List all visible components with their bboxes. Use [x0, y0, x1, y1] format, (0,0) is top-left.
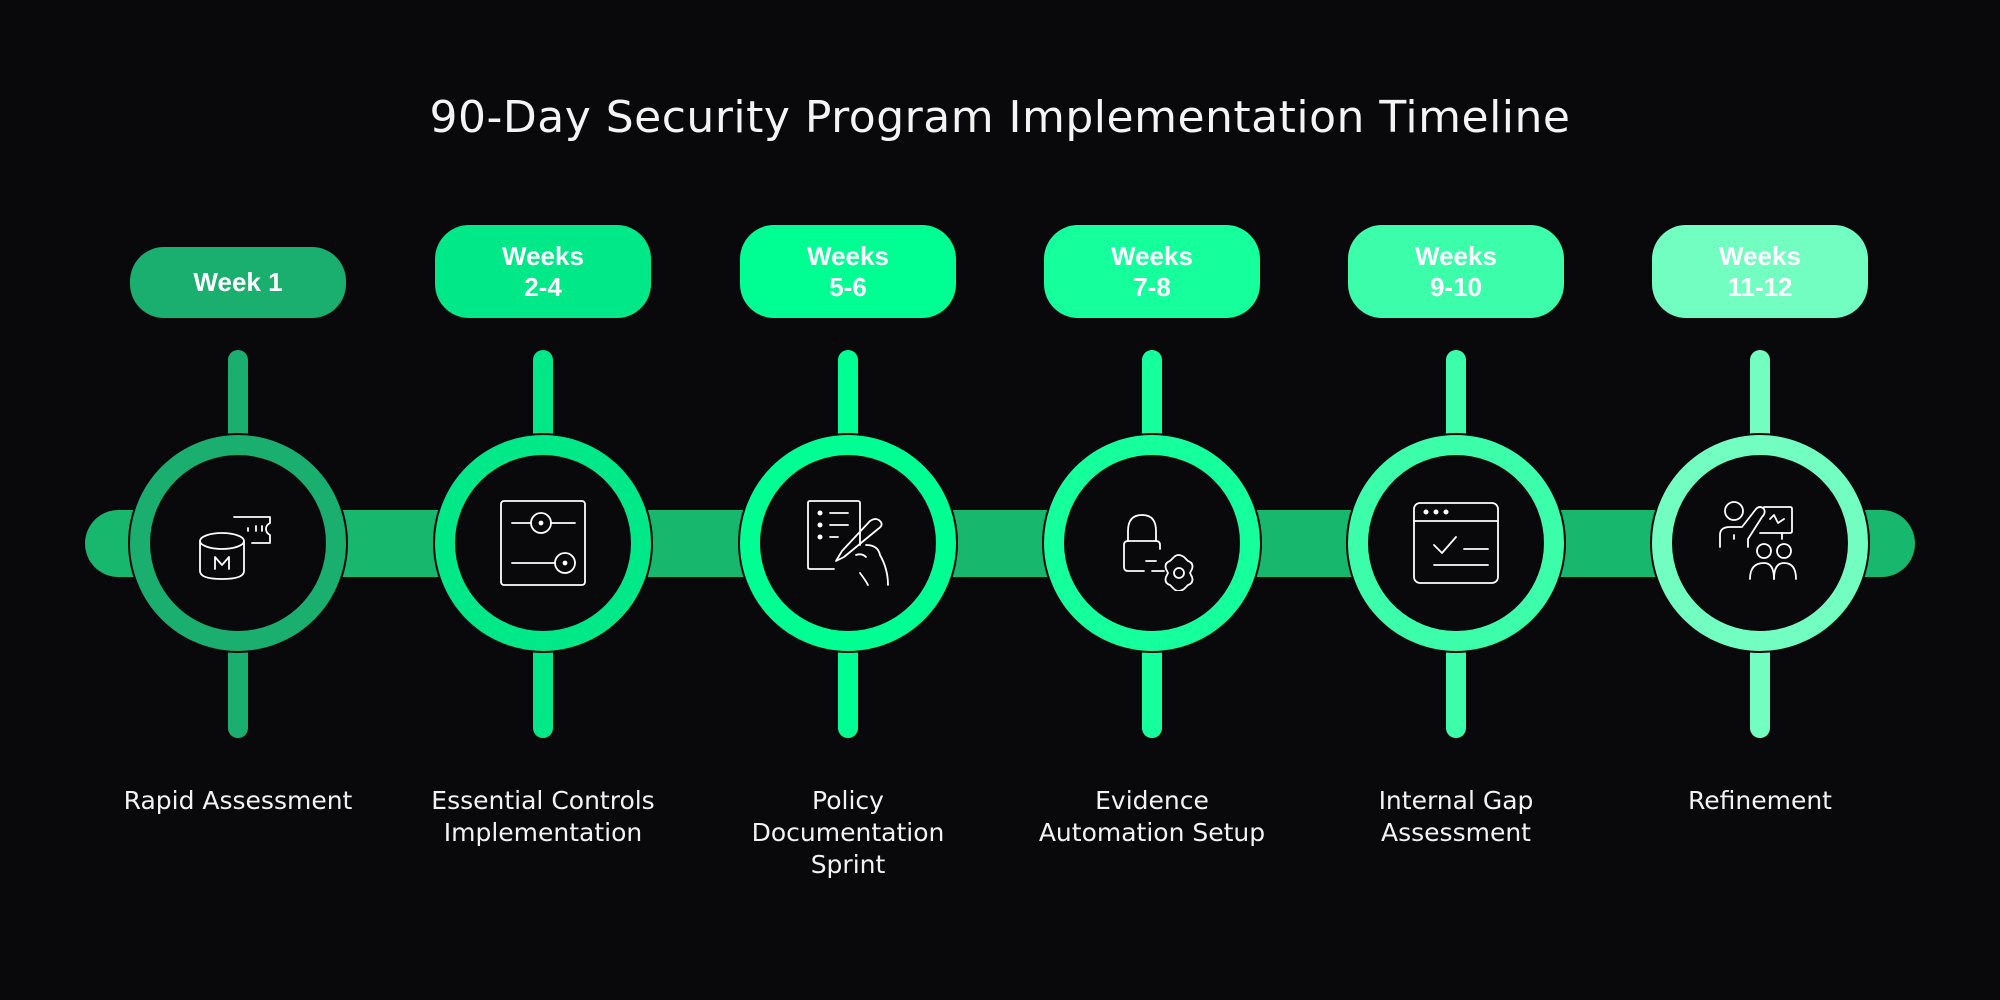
stage-title: Evidence Automation Setup [1038, 786, 1266, 847]
stage-title: Essential Controls Implementation [431, 786, 655, 847]
stage-title: Internal Gap Assessment [1378, 786, 1534, 847]
connector-top [533, 350, 553, 460]
browser-checklist-icon [1413, 502, 1499, 584]
period-label-line2: 7-8 [1133, 271, 1171, 302]
period-label-line1: Weeks [1111, 240, 1193, 271]
period-label-line2: 9-10 [1429, 271, 1483, 302]
connector-top [838, 350, 858, 460]
stage-node [130, 435, 346, 651]
connector-bottom [1750, 625, 1770, 738]
period-label-line2: 2-4 [524, 271, 562, 302]
period-label-line2: 5-6 [829, 271, 867, 302]
timeline-track [85, 510, 1915, 577]
document-signing-icon [807, 500, 889, 586]
connector-top [228, 350, 248, 460]
connector-bottom [228, 625, 248, 738]
stage-node [1348, 435, 1564, 651]
period-label: Week 1 [193, 267, 283, 297]
connector-bottom [533, 625, 553, 738]
connector-bottom [838, 625, 858, 738]
period-badge: Weeks 11-12 [1652, 225, 1868, 318]
connector-top [1750, 350, 1770, 460]
connector-bottom [1142, 625, 1162, 738]
period-badge: Weeks 5-6 [740, 225, 956, 318]
stage-title: Rapid Assessment [123, 786, 353, 815]
period-badge: Week 1 [130, 247, 346, 318]
stage-title: Policy Documentation Sprint [751, 786, 945, 879]
page-title: 90-Day Security Program Implementation T… [429, 92, 1571, 143]
stage-node [740, 435, 956, 651]
stage-title: Refinement [1688, 786, 1832, 815]
period-badge: Weeks 7-8 [1044, 225, 1260, 318]
sliders-settings-icon [500, 500, 586, 586]
connector-top [1446, 350, 1466, 460]
presentation-training-icon [1719, 501, 1797, 580]
period-badge: Weeks 2-4 [435, 225, 651, 318]
stage-node [435, 435, 651, 651]
stage-node [1652, 435, 1868, 651]
lock-gear-icon [1123, 514, 1194, 591]
connector-bottom [1446, 625, 1466, 738]
period-label-line1: Weeks [1719, 240, 1801, 271]
database-ticket-icon [199, 516, 271, 580]
period-badge: Weeks 9-10 [1348, 225, 1564, 318]
period-label-line1: Weeks [1415, 240, 1497, 271]
stage-node [1044, 435, 1260, 651]
period-label-line1: Weeks [502, 240, 584, 271]
period-label-line2: 11-12 [1727, 271, 1793, 302]
connector-top [1142, 350, 1162, 460]
period-label-line1: Weeks [807, 240, 889, 271]
